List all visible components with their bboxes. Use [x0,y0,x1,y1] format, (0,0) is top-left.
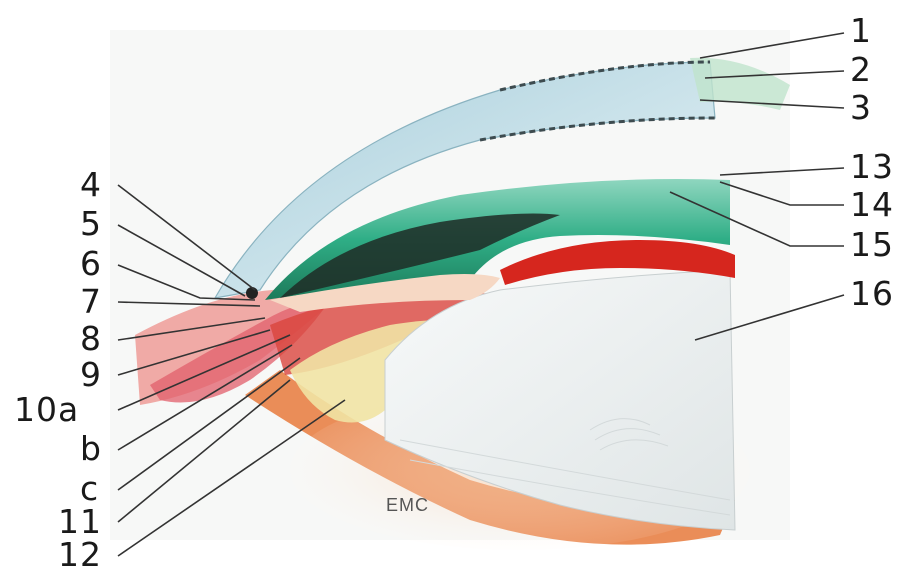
label-b: b [80,432,102,465]
label-6: 6 [80,247,102,280]
label-12: 12 [58,538,102,571]
label-13: 13 [850,150,894,183]
label-4: 4 [80,168,102,201]
watermark-text: EMC [386,495,429,516]
label-15: 15 [850,228,894,261]
schlemm-canal [246,287,258,299]
label-10a: 10a [14,393,79,426]
label-5: 5 [80,207,102,240]
label-3: 3 [850,91,872,124]
label-1: 1 [850,14,872,47]
label-11: 11 [58,505,102,538]
label-16: 16 [850,277,894,310]
label-2: 2 [850,53,872,86]
label-7: 7 [80,285,102,318]
label-c: c [80,472,99,505]
label-14: 14 [850,188,894,221]
label-8: 8 [80,322,102,355]
label-9: 9 [80,358,102,391]
